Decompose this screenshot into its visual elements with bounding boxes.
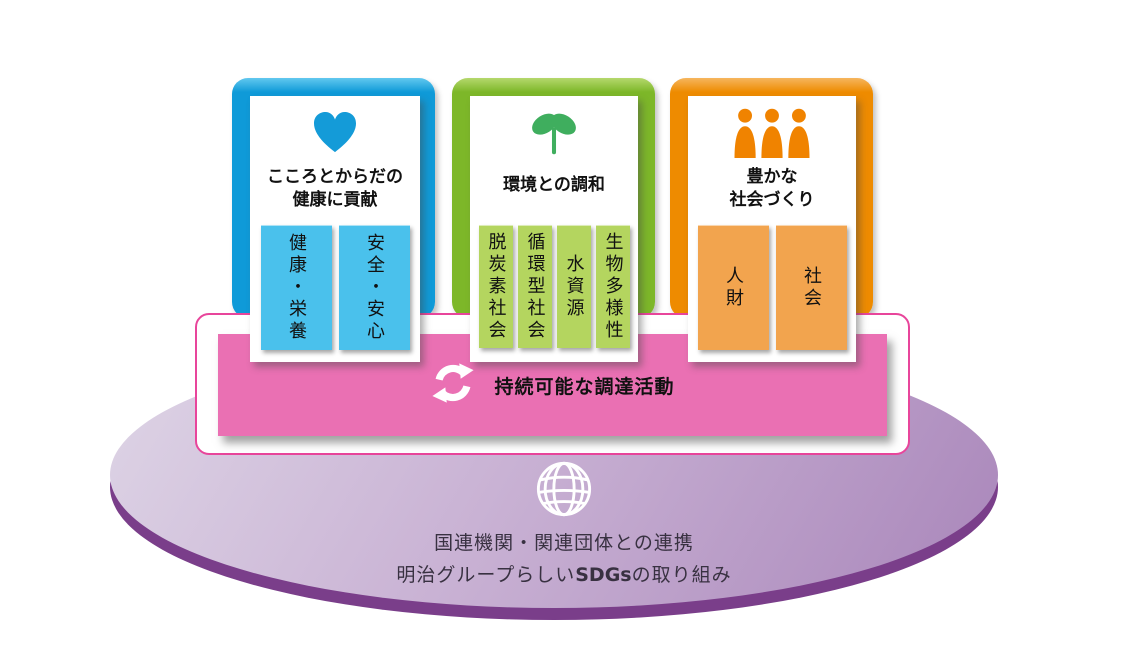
- people-icon: [688, 108, 856, 158]
- sprout-icon: [470, 105, 638, 159]
- sdgs-label: SDGs: [575, 564, 632, 586]
- environment-card-title: 環境との調和: [503, 175, 605, 195]
- health-card-title: こころとからだの 健康に貢献: [267, 167, 403, 210]
- society-card-title: 豊かな 社会づくり: [729, 167, 815, 210]
- list-item: 健康・栄養: [260, 225, 332, 350]
- society-card-items: 人財 社会: [688, 225, 856, 350]
- list-item: 人財: [697, 225, 769, 350]
- base-caption-line1: 国連機関・関連団体との連携: [434, 532, 694, 554]
- environment-card: 環境との調和 脱炭素社会 循環型社会 水資源 生物多様性: [470, 96, 638, 362]
- environment-card-items: 脱炭素社会 循環型社会 水資源 生物多様性: [470, 225, 638, 348]
- list-item: 循環型社会: [517, 225, 552, 348]
- heart-icon: [250, 112, 420, 154]
- health-card: こころとからだの 健康に貢献 健康・栄養 安全・安心: [250, 96, 420, 362]
- list-item: 水資源: [556, 225, 591, 348]
- list-item: 生物多様性: [595, 225, 630, 348]
- list-item: 社会: [775, 225, 847, 350]
- base-caption-line2: 明治グループらしいSDGsの取り組み: [396, 564, 732, 586]
- globe-icon: [0, 460, 1128, 518]
- society-card: 豊かな 社会づくり 人財 社会: [688, 96, 856, 362]
- list-item: 安全・安心: [338, 225, 410, 350]
- health-card-items: 健康・栄養 安全・安心: [250, 225, 420, 350]
- list-item: 脱炭素社会: [478, 225, 513, 348]
- recycle-icon: [430, 360, 476, 410]
- procurement-banner-label: 持続可能な調達活動: [494, 375, 675, 398]
- base-captions: 国連機関・関連団体との連携 明治グループらしいSDGsの取り組み: [0, 460, 1128, 587]
